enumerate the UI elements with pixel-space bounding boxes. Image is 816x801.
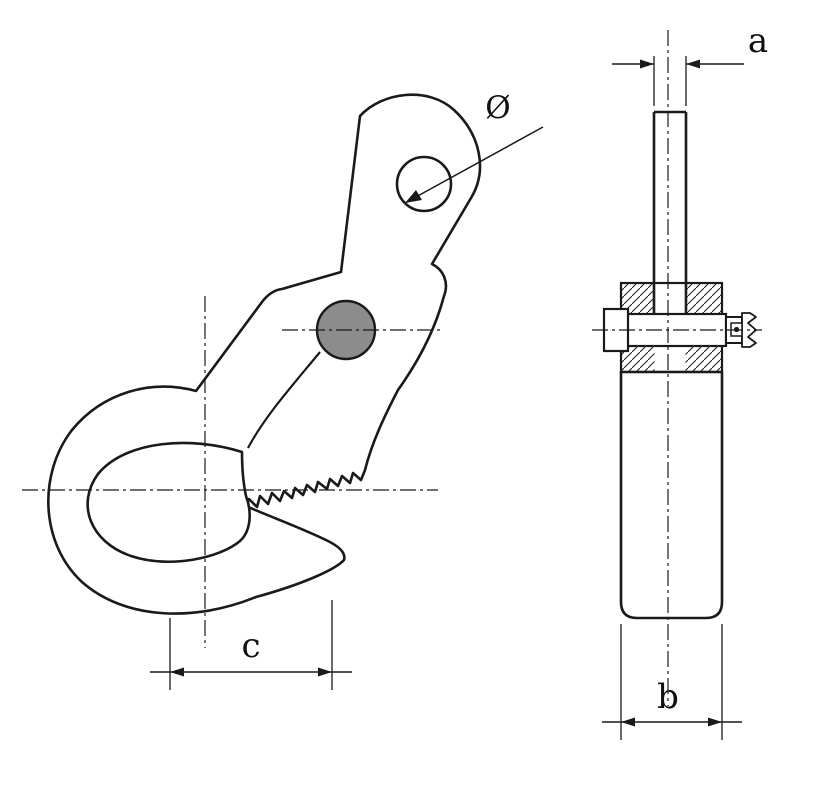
dim-a-arrow-right — [686, 59, 700, 69]
diameter-callout: Ø — [404, 90, 544, 204]
body-slab — [619, 370, 724, 620]
dimension-c: c — [150, 600, 352, 690]
centerlines — [22, 30, 762, 706]
dimension-b: b — [602, 624, 742, 740]
dimension-a: a — [612, 21, 768, 106]
side-view: a b — [602, 21, 768, 740]
dim-b-arrow-right — [708, 717, 722, 727]
diameter-label: Ø — [485, 90, 510, 126]
dim-c-arrow-right — [318, 667, 332, 677]
dim-c-arrow-left — [170, 667, 184, 677]
dim-a-label: a — [748, 21, 768, 61]
shackle-strap — [652, 110, 688, 330]
jaw-arm-edge — [247, 351, 321, 449]
dim-a-arrow-left — [640, 59, 654, 69]
front-view: Ø c — [47, 90, 544, 690]
dim-b-label: b — [657, 677, 679, 717]
diameter-arrow — [405, 190, 422, 203]
hook-inner-slot — [86, 441, 251, 563]
dim-b-arrow-left — [621, 717, 635, 727]
dim-c-label: c — [241, 626, 260, 666]
